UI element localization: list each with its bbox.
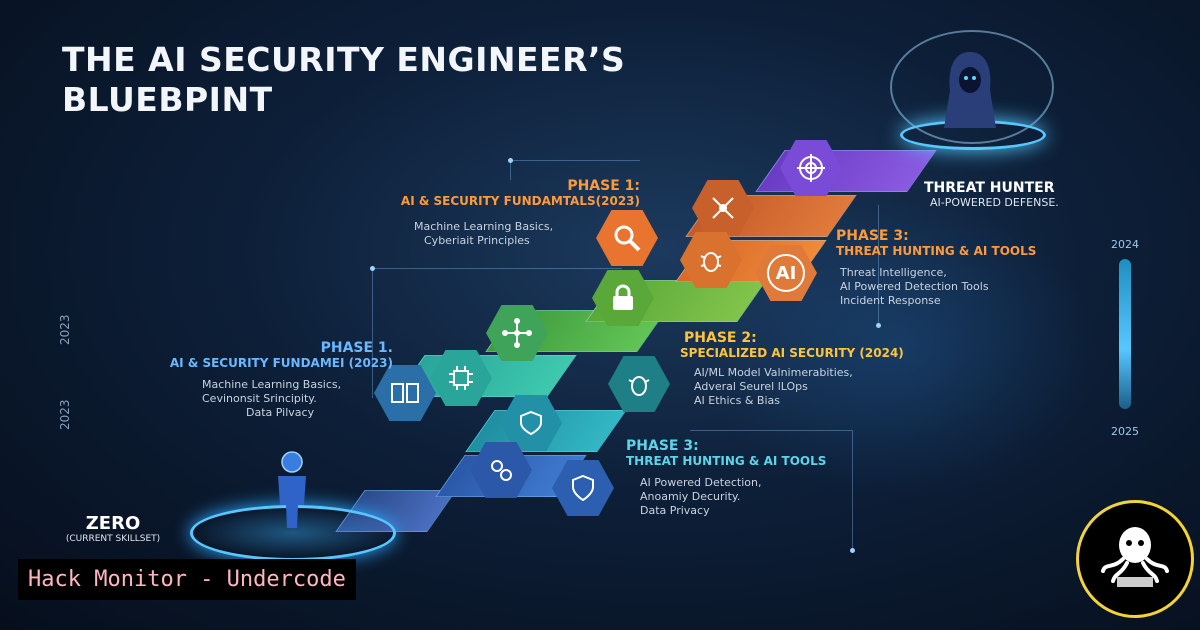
connector-line	[878, 205, 879, 325]
gears-icon	[491, 460, 512, 481]
phase-item: AI Ethics & Bias	[694, 394, 780, 407]
goal-block: THREAT HUNTER AI-POWERED DEFENSE.	[924, 180, 1059, 209]
goal-title: THREAT HUNTER	[924, 180, 1055, 196]
connector-line	[510, 160, 511, 180]
search-icon	[614, 225, 641, 252]
phase-subtitle: AI & SECURITY FUNDAMTALS(2023)	[400, 194, 640, 208]
phase-items: Threat Intelligence, AI Powered Detectio…	[836, 266, 1036, 308]
connector-line	[690, 430, 852, 431]
ai-badge: AI	[767, 254, 805, 292]
shield-icon	[572, 474, 594, 502]
start-title: ZERO	[85, 513, 141, 534]
phase-block-5: PHASE 3: THREAT HUNTING & AI TOOLS AI Po…	[626, 438, 826, 518]
book-icon	[391, 383, 419, 403]
hex-chip	[430, 350, 492, 406]
phase-items: AI Powered Detection, Anoamiy Decurity. …	[626, 476, 826, 518]
timeline-bar	[1119, 259, 1131, 409]
phase-items: AI/ML Model Valnimerabities, Adveral Seu…	[680, 366, 904, 408]
phase-items: Machine Learning Basics, Cevinonsit Srin…	[158, 378, 393, 420]
phase-item: Machine Learning Basics,	[414, 220, 554, 233]
phase-heading: PHASE 3:	[836, 228, 909, 244]
phase-item: AI Powered Detection Tools	[840, 280, 989, 293]
bug-shield-icon	[520, 410, 542, 436]
hacker-portal	[880, 30, 1080, 150]
connector-line	[510, 160, 640, 161]
phase-item: Cevinonsit Srincipity.	[202, 392, 317, 405]
phase-items: Machine Learning Basics, Cyberiait Princ…	[390, 220, 640, 248]
network-icon	[712, 197, 734, 219]
connector-line	[852, 430, 853, 550]
side-year: 2023	[58, 314, 72, 345]
phase-item: Cyberiait Principles	[424, 234, 530, 247]
phase-item: Data Pilvacy	[246, 406, 315, 419]
hex-book	[374, 365, 436, 421]
target-icon	[797, 154, 825, 182]
phase-subtitle: AI & SECURITY FUNDAMEI (2023)	[169, 356, 393, 370]
phase-item: AI Powered Detection,	[640, 476, 762, 489]
phase-subtitle: THREAT HUNTING & AI TOOLS	[626, 454, 827, 468]
phase-block-4: PHASE 2: SPECIALIZED AI SECURITY (2024) …	[680, 330, 904, 408]
connector-dot	[508, 158, 513, 163]
phase-heading: PHASE 2:	[684, 330, 757, 346]
hex-bug-teal	[608, 356, 670, 412]
nodes-icon	[502, 318, 532, 348]
phase-heading: PHASE 3:	[626, 438, 699, 454]
goal-subtitle: AI-POWERED DEFENSE.	[930, 196, 1059, 209]
bug-icon	[628, 376, 650, 396]
phase-block-3: PHASE 1. AI & SECURITY FUNDAMEI (2023) M…	[158, 340, 393, 420]
chip-icon	[449, 366, 473, 390]
timeline: 2024 2025	[1098, 238, 1152, 448]
phase-item: Adveral Seurel lLOps	[694, 380, 808, 393]
phase-item: Incident Response	[840, 294, 941, 307]
phase-item: Machine Learning Basics,	[202, 378, 342, 391]
phase-block-1: PHASE 1: AI & SECURITY FUNDAMTALS(2023) …	[390, 178, 640, 248]
phase-block-2: PHASE 3: THREAT HUNTING & AI TOOLS Threa…	[836, 228, 1036, 308]
hooded-figure-icon	[944, 52, 996, 128]
watermark: Hack Monitor - Undercode	[18, 559, 356, 600]
phase-item: AI/ML Model Valnimerabities,	[694, 366, 853, 379]
start-subtitle: (CURRENT SKILLSET)	[65, 534, 161, 544]
page-title-line2: BLUEBPINT	[62, 80, 273, 119]
phase-item: Data Privacy	[640, 504, 710, 517]
phase-item: Threat Intelligence,	[840, 266, 947, 279]
page-title-line1: THE AI SECURITY ENGINEER’S	[62, 40, 626, 79]
page-title: THE AI SECURITY ENGINEER’S BLUEBPINT	[62, 40, 625, 120]
connector-dot	[370, 266, 375, 271]
connector-dot	[876, 323, 881, 328]
timeline-bottom-label: 2025	[1111, 425, 1139, 438]
connector-line	[372, 268, 622, 269]
phase-heading: PHASE 1.	[320, 340, 393, 356]
lock-icon	[613, 284, 633, 310]
octopus-logo	[1076, 500, 1194, 618]
octopus-icon	[1101, 527, 1169, 587]
person-figure-icon	[278, 451, 306, 528]
bug-icon	[700, 252, 722, 272]
side-year: 2023	[58, 399, 72, 430]
phase-subtitle: SPECIALIZED AI SECURITY (2024)	[680, 346, 904, 360]
phase-heading: PHASE 1:	[567, 178, 640, 194]
phase-subtitle: THREAT HUNTING & AI TOOLS	[836, 244, 1037, 258]
phase-item: Anoamiy Decurity.	[640, 490, 741, 503]
connector-line	[372, 268, 373, 398]
timeline-top-label: 2024	[1111, 238, 1139, 251]
start-block: ZERO (CURRENT SKILLSET)	[58, 513, 168, 544]
connector-dot	[850, 548, 855, 553]
